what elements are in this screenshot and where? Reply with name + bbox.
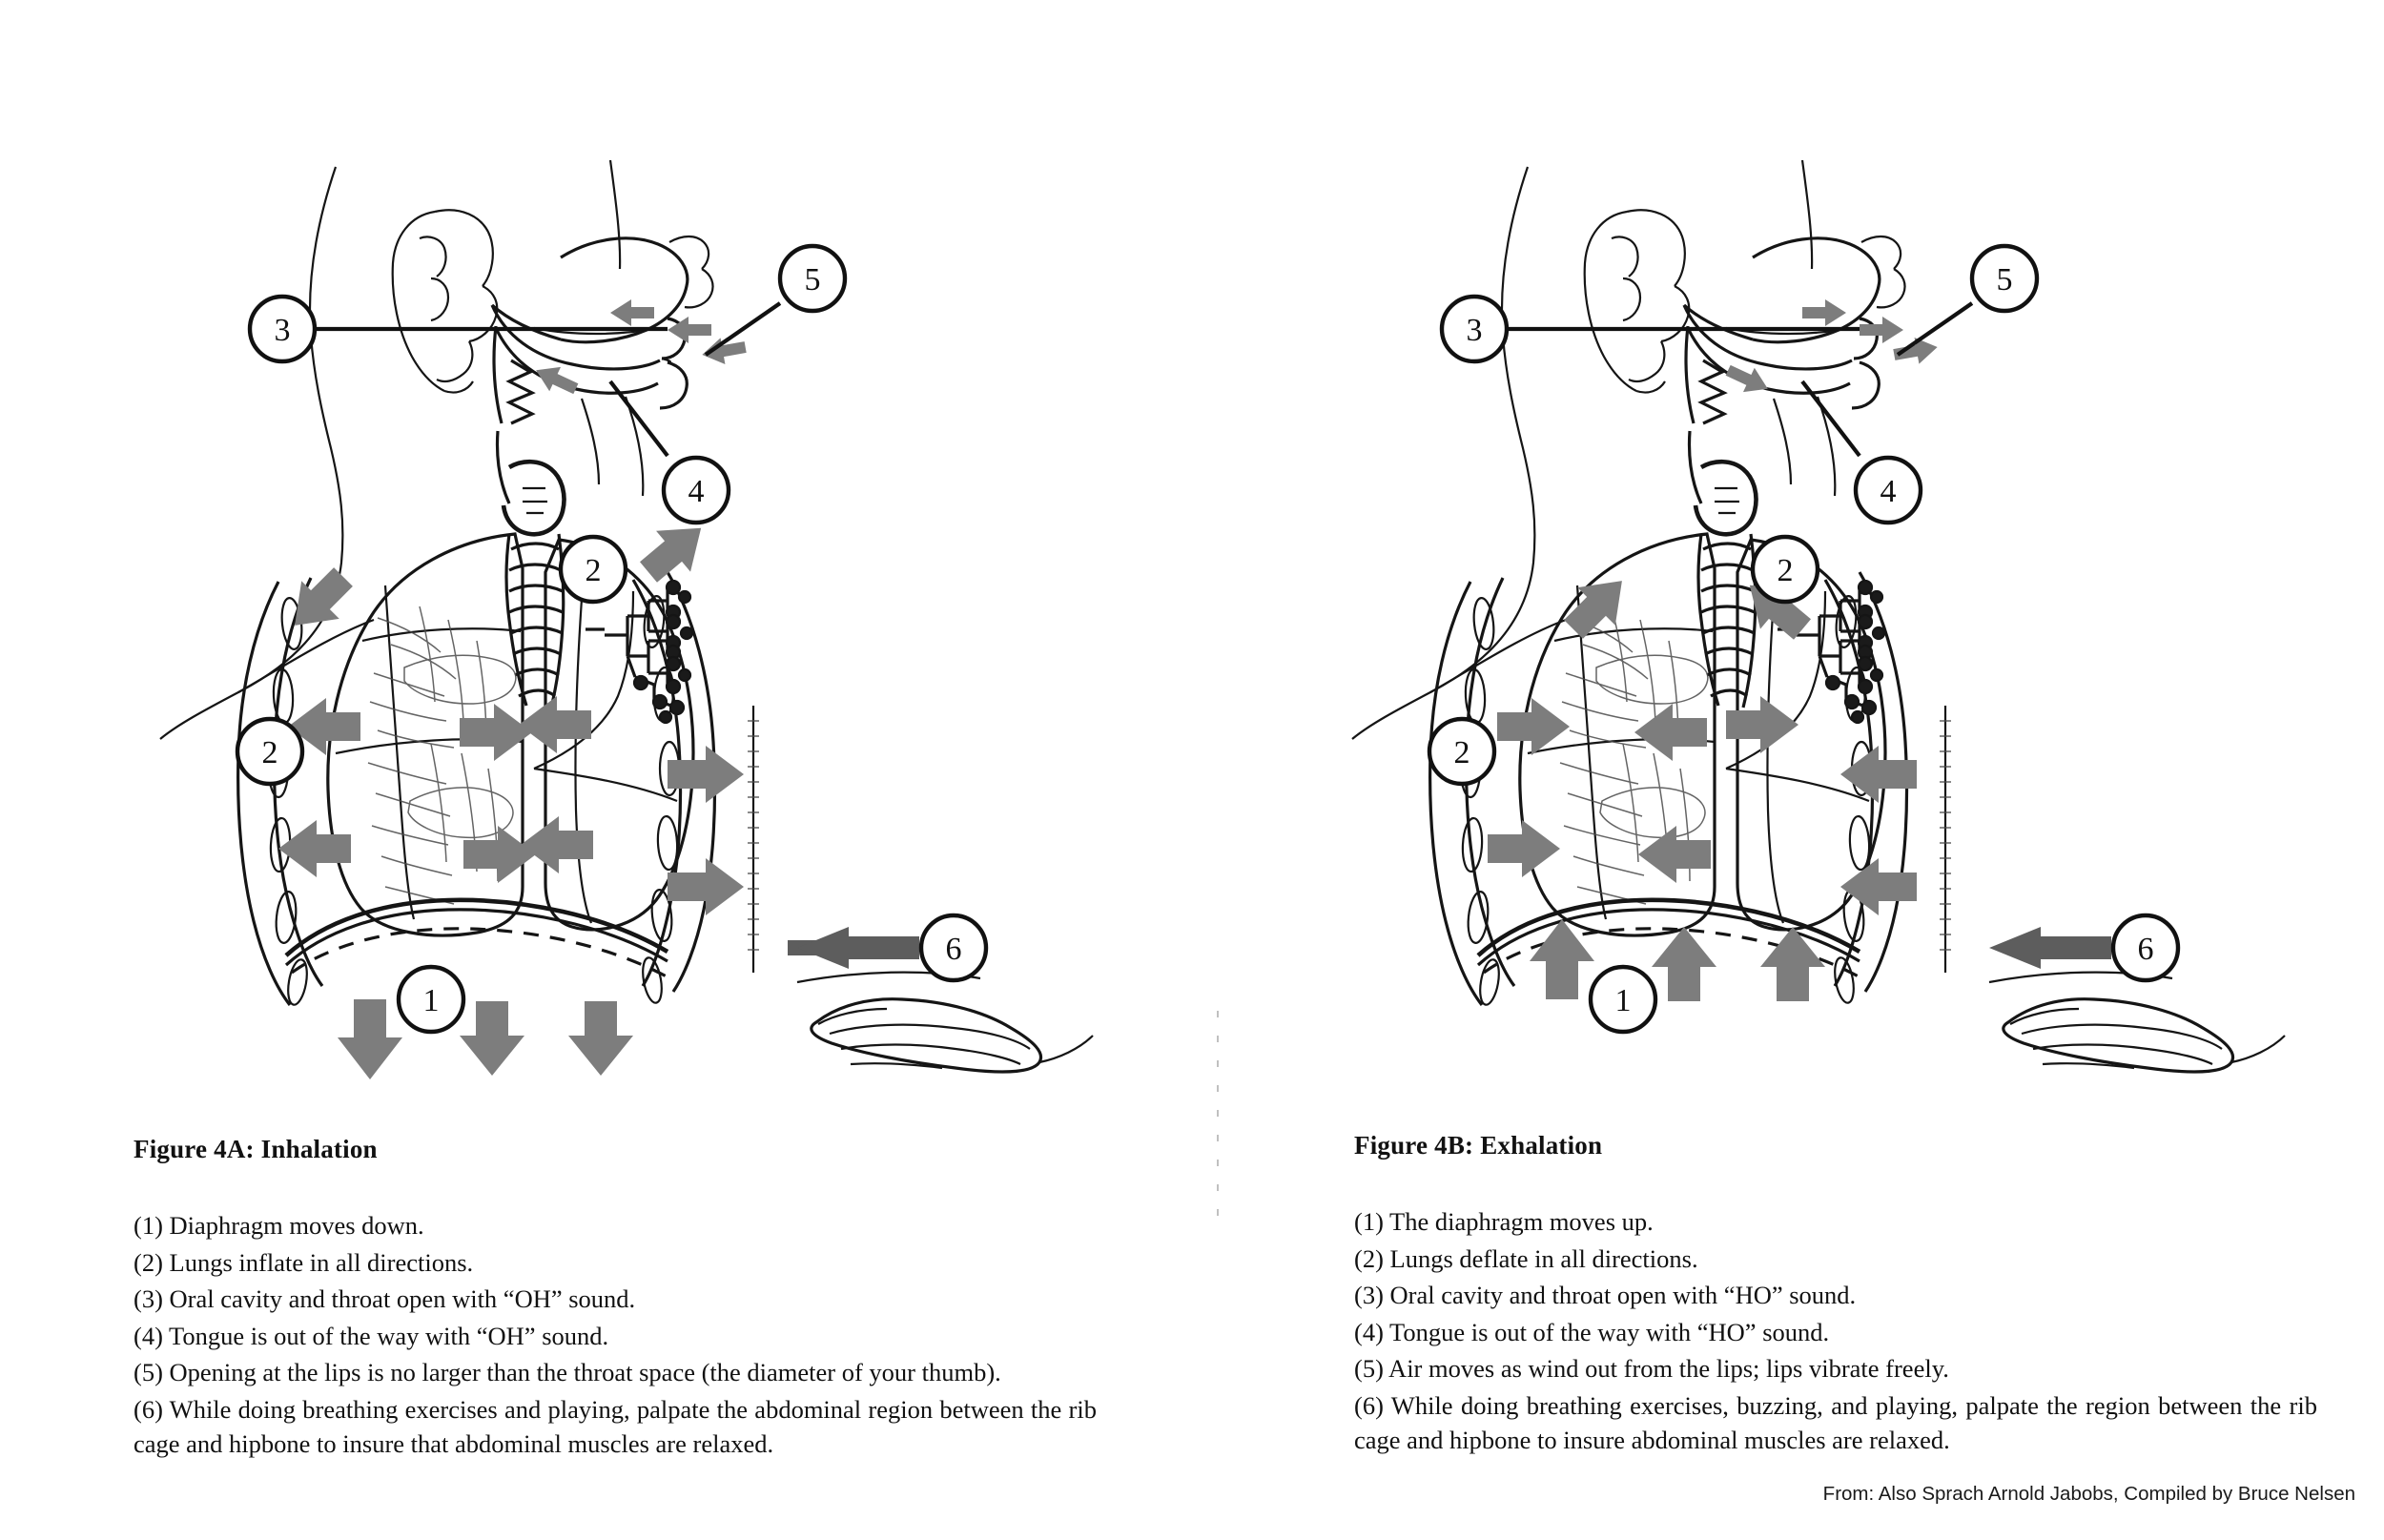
list-item: (6) While doing breathing exercises, buz… xyxy=(1354,1390,2317,1455)
source-attribution: From: Also Sprach Arnold Jabobs, Compile… xyxy=(1822,1483,2355,1505)
nasal-oral-cavity xyxy=(1682,235,1906,497)
figure-4a-item-list: (1) Diaphragm moves down. (2) Lungs infl… xyxy=(134,1208,1097,1462)
callout-2-upper-label: 2 xyxy=(586,553,602,588)
callout-3-label: 3 xyxy=(275,313,291,348)
list-item: (1) Diaphragm moves down. xyxy=(134,1211,424,1240)
callout-2-upper: 2 xyxy=(1750,534,1820,605)
list-item: (4) Tongue is out of the way with “HO” s… xyxy=(1354,1317,1830,1346)
callout-2-upper: 2 xyxy=(558,534,628,605)
larynx-trachea xyxy=(492,325,566,708)
list-item: (6) While doing breathing exercises and … xyxy=(134,1394,1097,1459)
callout-1: 1 xyxy=(1588,964,1658,1035)
list-item: (1) The diaphragm moves up. xyxy=(1354,1207,1654,1236)
ear-icon xyxy=(391,209,499,394)
callout-2-left-label: 2 xyxy=(262,735,278,770)
figure-4b-title: Figure 4B: Exhalation xyxy=(1354,1131,1603,1160)
callout-4-label: 4 xyxy=(688,474,705,509)
lung-compression-arrows xyxy=(1488,581,1917,915)
callout-6: 6 xyxy=(788,913,989,983)
callout-4-label: 4 xyxy=(1880,474,1897,509)
list-item: (3) Oral cavity and throat open with “HO… xyxy=(1354,1281,1857,1310)
list-item: (3) Oral cavity and throat open with “OH… xyxy=(134,1284,636,1314)
list-item: (2) Lungs deflate in all directions. xyxy=(1354,1243,1698,1273)
figure-4b-illustration: 3 5 4 2 2 1 xyxy=(1192,0,2384,1125)
lung-expansion-arrows xyxy=(278,527,744,915)
diaphragm-direction-arrows xyxy=(338,999,633,1079)
airflow-arrows-head xyxy=(1725,299,1938,393)
list-item: (5) Opening at the lips is no larger tha… xyxy=(134,1358,1001,1387)
callout-4: 4 xyxy=(1800,380,1923,525)
head-profile xyxy=(1351,159,1870,803)
callout-4: 4 xyxy=(608,380,731,525)
callout-1: 1 xyxy=(396,964,466,1035)
callout-2-left: 2 xyxy=(1427,716,1497,787)
callout-5: 5 xyxy=(704,243,848,357)
callout-3: 3 xyxy=(1439,294,1860,364)
callout-1-label: 1 xyxy=(423,983,440,1018)
rib-cage xyxy=(1428,571,1951,1006)
callout-2-left: 2 xyxy=(235,716,305,787)
callout-5-label: 5 xyxy=(805,262,821,298)
diaphragm xyxy=(284,897,674,982)
callout-6-label: 6 xyxy=(946,932,962,967)
figure-4b-item-list: (1) The diaphragm moves up. (2) Lungs de… xyxy=(1354,1204,2317,1458)
callout-2-upper-label: 2 xyxy=(1778,553,1794,588)
figure-4b-caption: Figure 4B: Exhalation (1) The diaphragm … xyxy=(1354,1131,2317,1460)
diaphragm-direction-arrows xyxy=(1530,919,1825,1001)
hand-illustration xyxy=(1988,971,2286,1074)
callout-6-label: 6 xyxy=(2138,932,2154,967)
head-profile xyxy=(159,159,678,803)
bronchial-tree xyxy=(1778,579,1886,725)
figure-4a-title: Figure 4A: Inhalation xyxy=(134,1135,378,1163)
callout-2-left-label: 2 xyxy=(1454,735,1470,770)
scan-seam-artifact xyxy=(1217,1011,1219,1230)
rib-cage xyxy=(236,571,759,1006)
nasal-oral-cavity xyxy=(490,235,714,497)
figure-4a-caption: Figure 4A: Inhalation (1) Diaphragm move… xyxy=(134,1135,1097,1464)
callout-5-label: 5 xyxy=(1997,262,2013,298)
diaphragm xyxy=(1476,897,1866,982)
list-item: (2) Lungs inflate in all directions. xyxy=(134,1247,474,1277)
bronchial-tree xyxy=(586,579,694,725)
ear-icon xyxy=(1583,209,1691,394)
figure-4a-illustration: 3 5 4 2 2 1 xyxy=(0,0,1192,1125)
callout-3: 3 xyxy=(247,294,668,364)
callout-1-label: 1 xyxy=(1615,983,1632,1018)
callout-3-label: 3 xyxy=(1467,313,1483,348)
callout-6: 6 xyxy=(1989,913,2181,983)
airflow-arrows-head xyxy=(536,299,747,395)
list-item: (5) Air moves as wind out from the lips;… xyxy=(1354,1354,1949,1384)
hand-illustration xyxy=(796,971,1094,1074)
list-item: (4) Tongue is out of the way with “OH” s… xyxy=(134,1321,609,1350)
callout-5: 5 xyxy=(1896,243,2040,357)
